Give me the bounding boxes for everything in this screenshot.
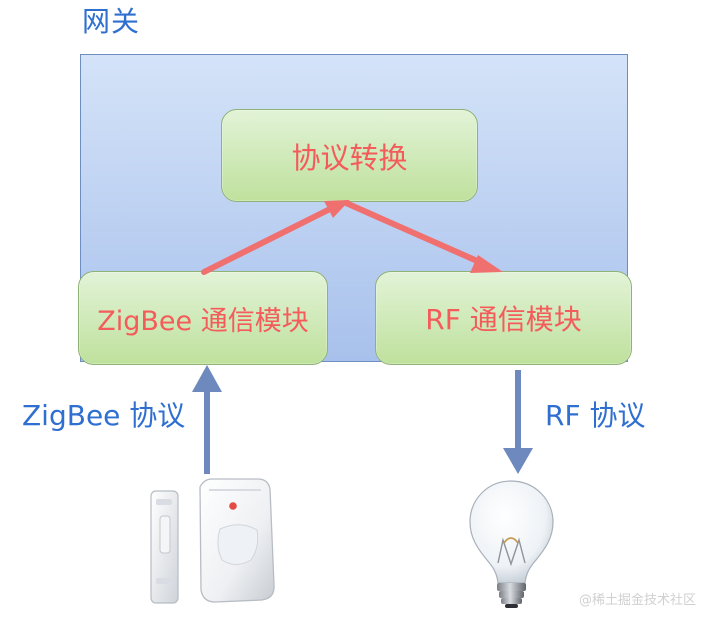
protocol-conversion-node: 协议转换 [221, 109, 478, 202]
door-window-sensor-icon [145, 472, 285, 607]
watermark: @稀土掘金技术社区 [578, 593, 696, 608]
rf-protocol-label: RF 协议 [545, 399, 646, 432]
light-bulb-icon [456, 473, 567, 610]
sensor-to-zigbee-arrow [192, 365, 222, 474]
rf-to-bulb-arrow [503, 370, 533, 474]
zigbee-communication-module: ZigBee 通信模块 [78, 271, 328, 365]
zigbee-protocol-label: ZigBee 协议 [22, 399, 186, 432]
rf-communication-module: RF 通信模块 [375, 271, 632, 365]
gateway-title: 网关 [82, 5, 141, 38]
